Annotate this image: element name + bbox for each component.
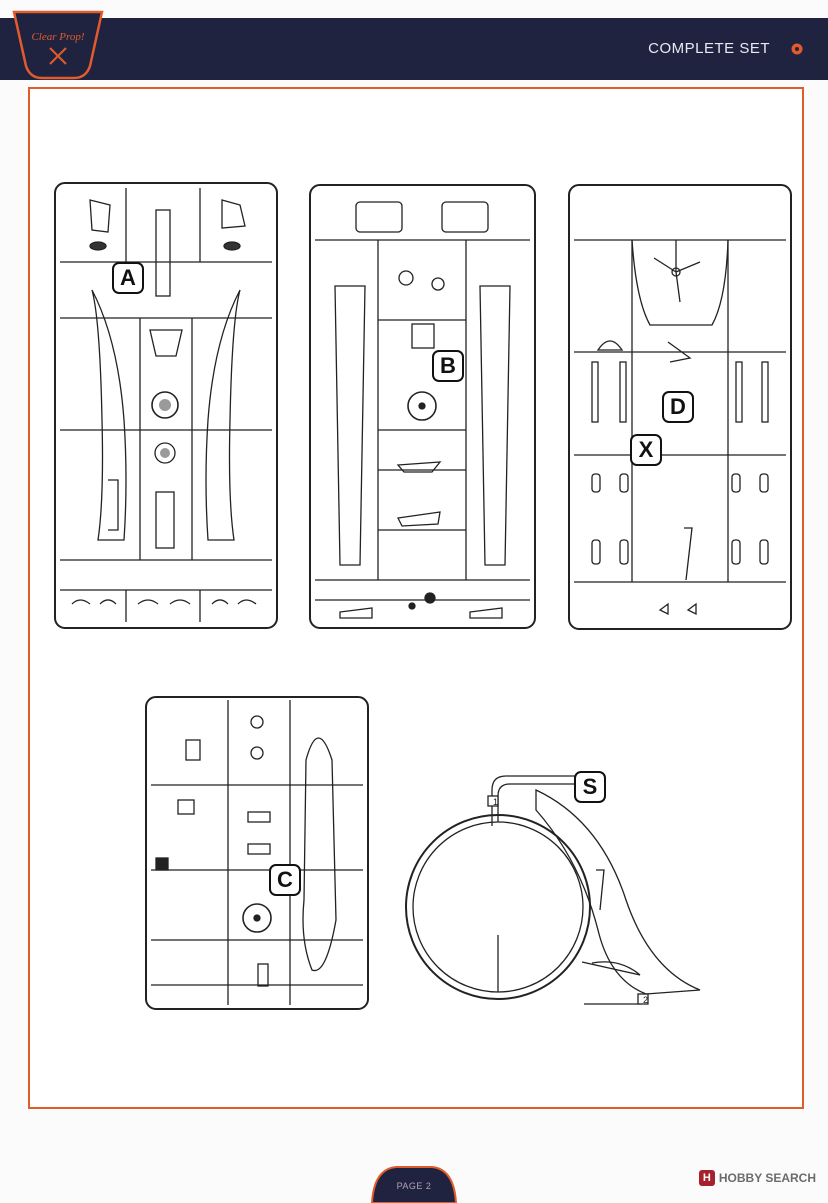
sprue-b-label: B: [432, 350, 464, 382]
watermark: H HOBBY SEARCH: [698, 1170, 816, 1186]
sprue-s-gate-1: 1: [493, 797, 498, 807]
sprue-layout-frame: [28, 87, 804, 1109]
sprue-s-drawing: [405, 775, 701, 1005]
sprue-d-drawing: [568, 184, 792, 630]
watermark-text: HOBBY SEARCH: [718, 1171, 816, 1185]
header-bar: COMPLETE SET: [0, 18, 828, 80]
sprue-a-drawing: [54, 182, 278, 629]
footer-tab: [370, 1166, 458, 1203]
brand-logo: Clear Prop!: [12, 10, 104, 80]
watermark-logo-icon: H: [698, 1170, 715, 1186]
sprue-d-label: D: [662, 391, 694, 423]
page-title: COMPLETE SET: [648, 40, 770, 57]
svg-text:Clear Prop!: Clear Prop!: [31, 31, 84, 43]
sprue-s-label: S: [574, 771, 606, 803]
sprue-b-drawing: [309, 184, 536, 629]
sprue-x-label: X: [630, 434, 662, 466]
sprue-a-label: A: [112, 262, 144, 294]
gear-icon: [791, 43, 803, 55]
sprue-c-label: C: [269, 864, 301, 896]
sprue-s-gate-2: 2: [643, 995, 648, 1005]
page-number: PAGE 2: [396, 1181, 432, 1191]
sprue-c-drawing: [145, 696, 369, 1010]
